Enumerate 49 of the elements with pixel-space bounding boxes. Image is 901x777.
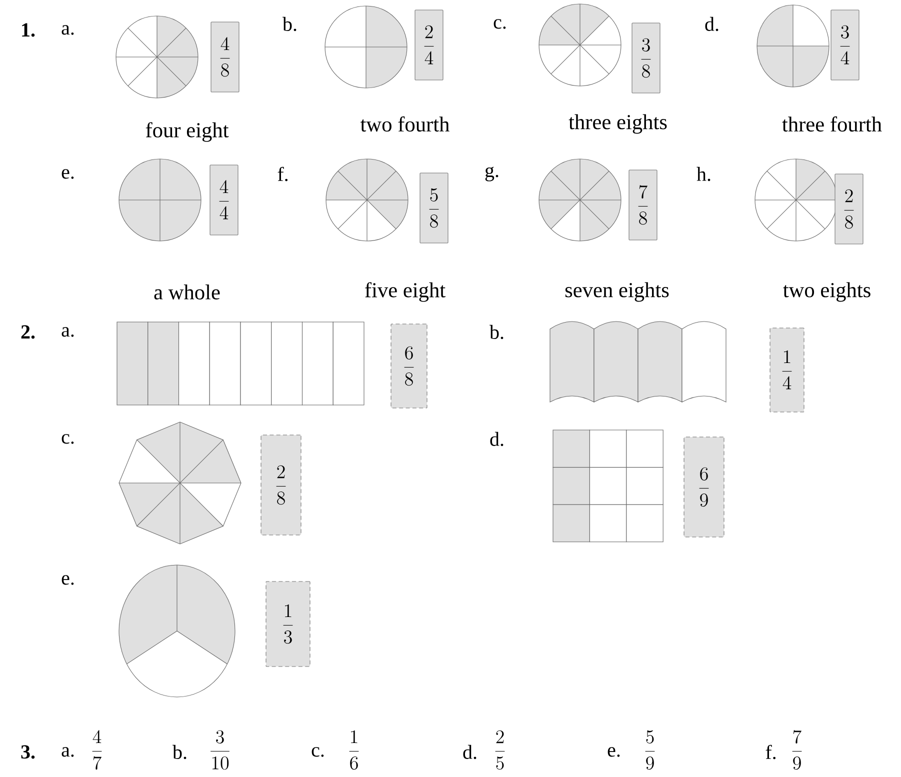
fraction: $\frac{3}{10}$: [210, 730, 230, 770]
item-letter: f.: [278, 166, 288, 182]
fraction: $\frac{7}{9}$: [792, 730, 802, 770]
item-letter: g.: [485, 166, 498, 182]
fraction: $\frac{1}{6}$: [349, 730, 359, 770]
item-letter: f.: [766, 744, 776, 760]
answer-text: three fourth: [782, 116, 882, 132]
item-letter: b.: [490, 324, 504, 340]
answer-box: $\frac{3}{4}$: [830, 10, 860, 80]
answer-box: $\frac{5}{8}$: [420, 172, 448, 244]
answer-box: $\frac{1}{3}$: [266, 581, 310, 667]
item-letter: e.: [608, 747, 620, 757]
item-letter: a.: [62, 747, 74, 757]
item-letter: d.: [705, 16, 718, 32]
answer-box: $\frac{6}{9}$: [684, 436, 724, 538]
item-letter: d.: [490, 432, 504, 446]
section-number: 2.: [21, 325, 35, 339]
item-letter: e.: [62, 575, 74, 585]
item-letter: a.: [62, 25, 74, 35]
item-letter: e.: [62, 169, 74, 179]
answer-box: $\frac{2}{8}$: [834, 174, 864, 244]
answer-box: $\frac{7}{8}$: [628, 170, 658, 240]
answer-box: $\frac{1}{4}$: [770, 328, 804, 412]
answer-text: seven eights: [565, 282, 669, 302]
section-number: 3.: [21, 745, 35, 759]
fraction: $\frac{4}{7}$: [92, 730, 102, 770]
item-letter: d.: [463, 744, 476, 760]
answer-box: $\frac{3}{8}$: [632, 22, 660, 94]
answer-text: two fourth: [360, 116, 450, 132]
answer-box: $\frac{4}{4}$: [210, 164, 238, 236]
answer-box: $\frac{6}{8}$: [390, 324, 428, 408]
item-letter: c.: [494, 19, 506, 29]
fraction: $\frac{5}{9}$: [645, 730, 655, 770]
answer-text: a whole: [154, 284, 220, 300]
answer-box: $\frac{2}{8}$: [260, 434, 302, 536]
answer-box: $\frac{2}{4}$: [414, 10, 444, 80]
fraction: $\frac{2}{5}$: [495, 730, 505, 770]
answer-text: four eight: [146, 122, 229, 142]
item-letter: a.: [62, 327, 74, 337]
item-letter: h.: [696, 166, 710, 182]
answer-text: three eights: [568, 114, 667, 134]
answer-box: $\frac{4}{8}$: [210, 22, 240, 92]
answer-text: five eight: [365, 282, 446, 302]
item-letter: c.: [312, 747, 324, 757]
item-letter: b.: [282, 16, 296, 32]
item-letter: b.: [172, 744, 186, 760]
answer-text: two eights: [783, 282, 870, 302]
section-number: 1.: [22, 23, 35, 37]
item-letter: c.: [62, 434, 74, 444]
